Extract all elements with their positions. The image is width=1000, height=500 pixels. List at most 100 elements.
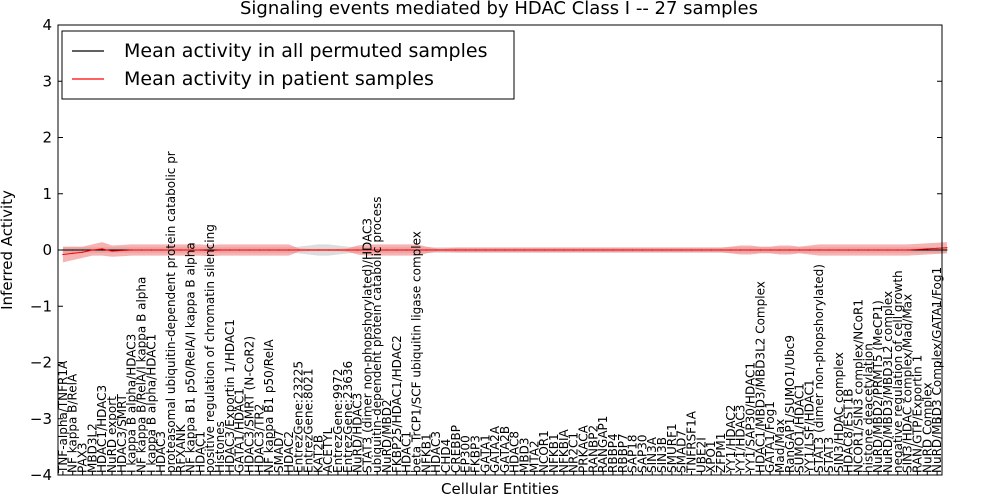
- patient-point: [209, 249, 211, 252]
- x-tick-label: YY1/SAP30/HDAC1: [743, 362, 757, 474]
- x-tick-label: YY1/HDAC3: [734, 405, 748, 474]
- patient-point: [838, 249, 840, 251]
- x-tick-label: FKBP3: [468, 435, 482, 473]
- patient-point: [258, 249, 260, 251]
- x-tick-label: GATA1/HDAC1: [233, 388, 247, 473]
- patient-point: [523, 249, 526, 251]
- patient-point: [533, 249, 535, 251]
- y-tick-label: −3: [30, 410, 52, 428]
- legend-box: [61, 30, 515, 100]
- x-tick-label: I kappa B alpha/HDAC1: [144, 334, 158, 473]
- x-tick-label: SIN3A: [645, 436, 659, 473]
- patient-point: [907, 249, 909, 251]
- patient-point: [91, 249, 93, 251]
- patient-point: [81, 251, 84, 253]
- patient-point: [553, 249, 555, 251]
- patient-point: [366, 249, 368, 251]
- x-tick-label: NFKBIA: [557, 428, 571, 473]
- x-tick-label: RFXANK: [174, 423, 188, 473]
- x-tick-label: NFKB1: [419, 433, 433, 473]
- x-tick-label: beta TrCP1/SCF ubiquitin ligase complex: [410, 231, 424, 473]
- x-tick-label: histone deacetylation: [861, 343, 875, 473]
- x-tick-label: CREBBP: [449, 425, 463, 473]
- x-tick-label: HDAC3: [429, 431, 443, 473]
- x-tick-label: NuRD/MBD3/MBD3L2 complex: [881, 291, 895, 473]
- patient-point: [288, 249, 290, 251]
- patient-point: [121, 249, 123, 252]
- x-tick-label: NCOR1: [537, 430, 551, 473]
- patient-point: [278, 249, 280, 251]
- x-tick-label: NuRD/MBD2: [380, 399, 394, 473]
- patient-point: [759, 249, 761, 251]
- x-tick-label: HDAC1/MBD3/MBD3L2 Complex: [753, 281, 767, 473]
- x-tick-label: GATA1/Fog1: [763, 401, 777, 473]
- y-tick-label: −1: [30, 297, 52, 315]
- x-tick-label: TNFRSF1A: [685, 410, 699, 474]
- x-tick-label: SMAD7: [272, 430, 286, 473]
- x-tick-label: SAP18: [626, 434, 640, 473]
- patient-point: [828, 249, 830, 251]
- x-tick-label: EP300: [459, 435, 473, 473]
- patient-point: [582, 249, 585, 251]
- y-tick-label: 1: [42, 185, 52, 203]
- patient-point: [425, 249, 427, 251]
- patient-point: [229, 249, 231, 251]
- x-tick-label: Histones: [213, 421, 227, 473]
- x-tick-label: SUMO1/HDAC1: [793, 383, 807, 473]
- x-tick-label: EntrezGene:23636: [341, 361, 355, 473]
- patient-point: [298, 249, 300, 251]
- patient-point: [808, 249, 811, 251]
- patient-point: [769, 249, 771, 251]
- patient-point: [101, 248, 103, 250]
- x-tick-label: NCOR1/SIN3 complex/NCoR1: [852, 299, 866, 473]
- x-axis-title: Cellular Entities: [441, 480, 559, 498]
- patient-point: [789, 249, 791, 251]
- x-tick-label: negative regulation of cell growth: [891, 270, 905, 473]
- patient-point: [396, 249, 398, 251]
- x-tick-label: YY1/LSF/HDAC1: [802, 379, 816, 474]
- x-tick-label: SIN3/HDAC complex: [832, 352, 846, 473]
- patient-point: [740, 249, 742, 251]
- x-tick-label: RanGAP1/SUMO1/Ubc9: [783, 335, 797, 473]
- patient-point: [749, 249, 752, 251]
- patient-point: [710, 249, 712, 251]
- plot-frame: [57, 24, 943, 476]
- permuted-point: [926, 249, 928, 251]
- x-tick-label: HDAC1: [193, 431, 207, 473]
- x-tick-label: MBD3L2: [85, 423, 99, 473]
- x-tick-label: ACETYL: [321, 427, 335, 473]
- permuted-point: [946, 249, 948, 251]
- patient-point: [317, 249, 319, 251]
- legend-label-patient: Mean activity in patient samples: [124, 68, 434, 90]
- x-tick-label: HDAC8: [508, 431, 522, 473]
- x-tick-label: NuRD/HDAC3: [351, 393, 365, 473]
- x-tick-label: YY1/HDAC2: [724, 405, 738, 474]
- patient-point: [661, 249, 663, 251]
- patient-point: [681, 249, 683, 251]
- x-tick-label: HDAC3/Exportin 1/HDAC1: [223, 319, 237, 473]
- x-tick-label: NF kappa B1 p50/RelA: [262, 339, 276, 473]
- patient-point: [455, 249, 457, 251]
- x-tick-label: NF kappa B/RelA/I kappa B alpha: [134, 277, 148, 473]
- patient-point: [651, 249, 653, 251]
- x-tick-label: proteasomal ubiquitin-dependent protein …: [164, 151, 178, 473]
- patient-point: [248, 249, 251, 251]
- patient-point: [406, 249, 408, 251]
- x-tick-label: I kappa B alpha/HDAC3: [125, 334, 139, 473]
- patient-point: [376, 249, 378, 251]
- patient-point: [690, 249, 693, 251]
- permuted-point: [101, 249, 103, 251]
- x-tick-label: GATA2B: [498, 426, 512, 473]
- patient-point: [337, 249, 339, 251]
- patient-point: [494, 249, 496, 251]
- patient-point: [140, 249, 143, 251]
- legend: Mean activity in all permuted samples Me…: [61, 30, 515, 100]
- patient-point: [239, 249, 241, 251]
- x-tick-label: CHD4: [439, 439, 453, 473]
- x-tick-label: NF kappa B1 p50/RelA/I kappa B alpha: [184, 242, 198, 473]
- patient-point: [818, 249, 820, 251]
- x-tick-label: EntrezGene:9972: [331, 369, 345, 474]
- patient-point: [641, 249, 644, 251]
